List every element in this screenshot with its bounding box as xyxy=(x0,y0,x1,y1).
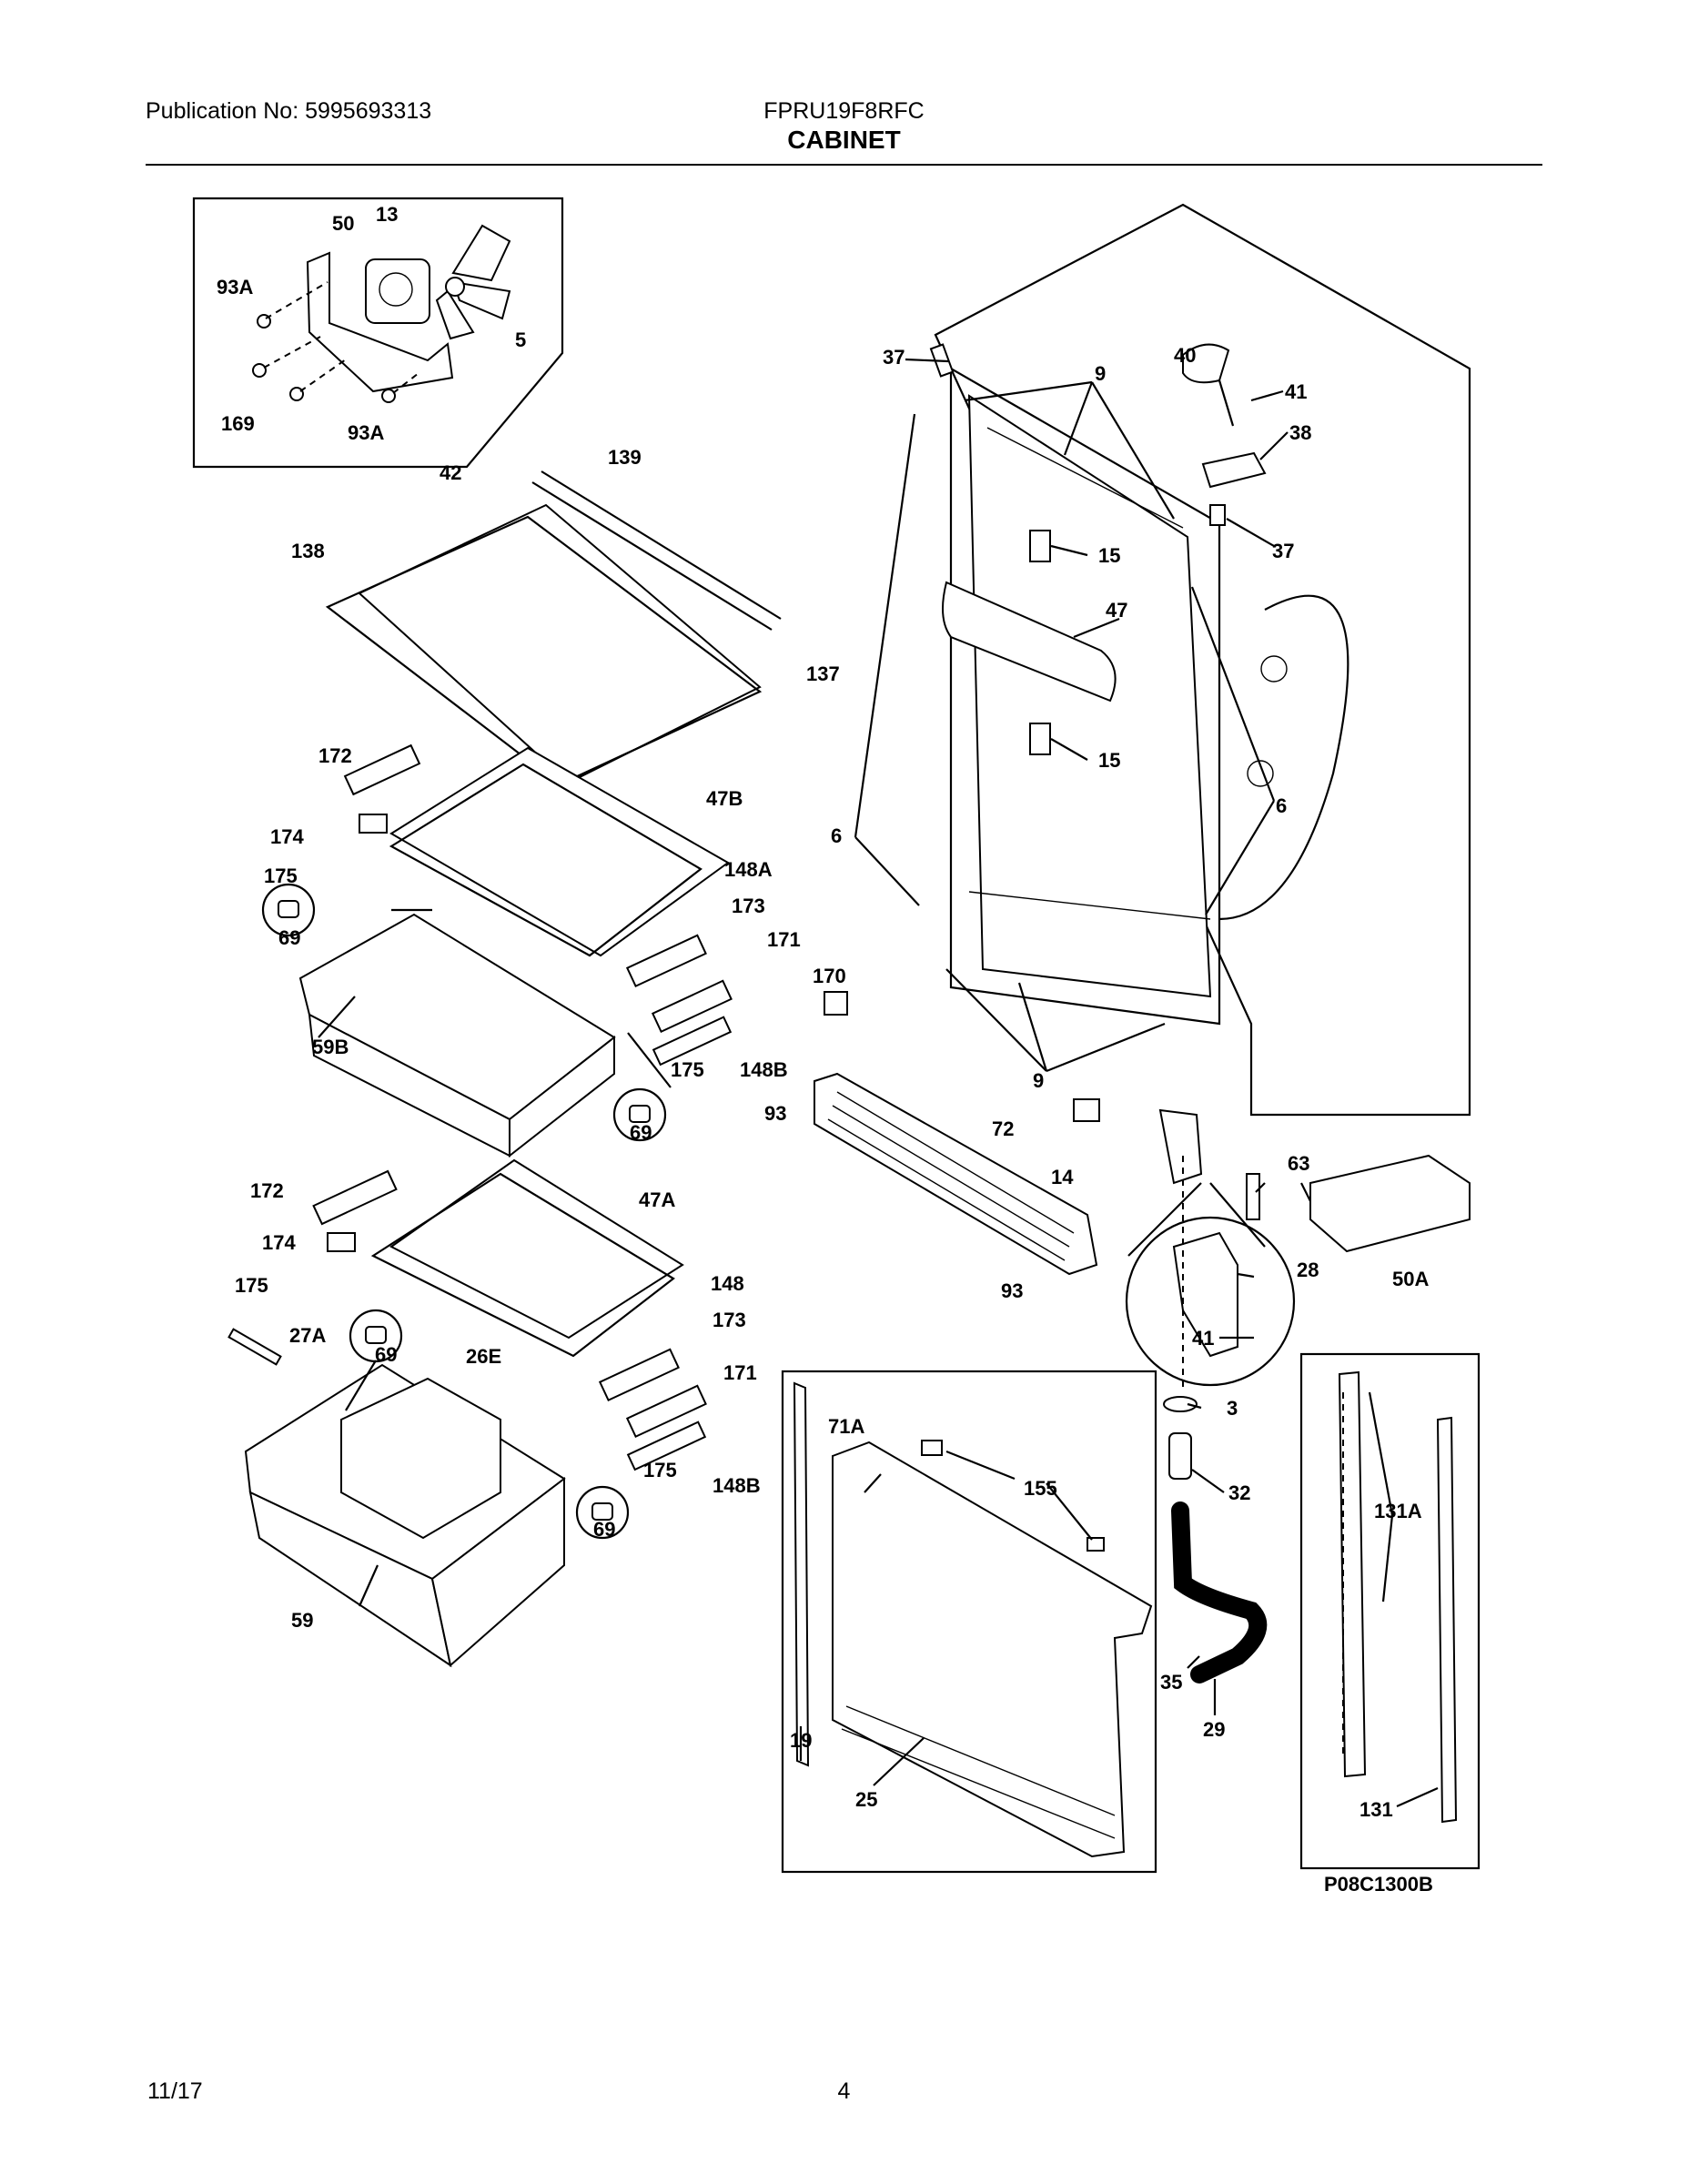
label-47: 47 xyxy=(1106,599,1127,622)
hinge-detail xyxy=(1125,1108,1296,1387)
header-rule xyxy=(146,164,1542,166)
grille-group xyxy=(814,1072,1098,1276)
label-50a: 50A xyxy=(1392,1268,1429,1290)
label-171-a: 171 xyxy=(723,1361,757,1384)
drain-assembly xyxy=(1163,1156,1268,1684)
door-parts-box xyxy=(781,1370,1157,1874)
label-26e: 26E xyxy=(466,1345,501,1368)
label-131a: 131A xyxy=(1374,1500,1422,1522)
label-47a: 47A xyxy=(639,1188,675,1211)
label-93a-top: 93A xyxy=(217,276,253,298)
label-63: 63 xyxy=(1288,1152,1309,1175)
label-50: 50 xyxy=(332,212,354,235)
label-93-top: 93 xyxy=(764,1102,786,1125)
label-37-right: 37 xyxy=(1272,540,1294,562)
label-6-left: 6 xyxy=(831,824,842,847)
publication-date: 11/17 xyxy=(147,2078,203,2104)
model-number: FPRU19F8RFC xyxy=(763,98,925,124)
label-35: 35 xyxy=(1160,1671,1182,1694)
label-72: 72 xyxy=(992,1117,1014,1140)
label-14: 14 xyxy=(1051,1166,1074,1188)
label-69-a-top: 69 xyxy=(375,1343,397,1366)
label-40: 40 xyxy=(1174,344,1196,367)
drawer-a-group xyxy=(227,1158,707,1668)
rails-box xyxy=(1299,1352,1481,1870)
page-number: 4 xyxy=(837,2078,851,2104)
label-41-bottom: 41 xyxy=(1192,1327,1214,1350)
label-6-right: 6 xyxy=(1276,794,1287,817)
label-171-b: 171 xyxy=(767,928,801,951)
label-174-a: 174 xyxy=(262,1231,296,1254)
label-41-top: 41 xyxy=(1285,380,1307,403)
label-59b: 59B xyxy=(312,1036,349,1058)
label-172-b: 172 xyxy=(318,744,352,767)
label-69-a-bottom: 69 xyxy=(593,1518,615,1541)
figure-code: P08C1300B xyxy=(1324,1873,1433,1896)
section-title: CABINET xyxy=(787,126,901,154)
label-173-b: 173 xyxy=(732,895,765,917)
drawer-b-group xyxy=(261,743,733,1158)
label-148b-top: 148B xyxy=(740,1058,788,1081)
top-shelf xyxy=(325,470,782,786)
label-175-a-bottom: 175 xyxy=(643,1459,677,1481)
label-25: 25 xyxy=(855,1788,877,1811)
label-148b-bottom: 148B xyxy=(713,1474,761,1497)
label-138: 138 xyxy=(291,540,325,562)
label-137: 137 xyxy=(806,662,840,685)
label-29: 29 xyxy=(1203,1718,1225,1741)
label-42: 42 xyxy=(440,461,461,484)
label-9-top: 9 xyxy=(1095,362,1106,385)
label-69-b-top: 69 xyxy=(278,926,300,949)
label-173-a: 173 xyxy=(713,1309,746,1331)
fan-motor-inset xyxy=(192,197,564,469)
label-174-b: 174 xyxy=(270,825,304,848)
fan-blade xyxy=(435,224,511,340)
label-32: 32 xyxy=(1228,1481,1250,1504)
label-59: 59 xyxy=(291,1609,313,1632)
label-38: 38 xyxy=(1289,421,1311,444)
label-19: 19 xyxy=(790,1729,812,1752)
label-13: 13 xyxy=(376,203,398,226)
publication-number: Publication No: 5995693313 xyxy=(146,98,432,124)
label-93-bottom: 93 xyxy=(1001,1279,1023,1302)
label-15-bottom: 15 xyxy=(1098,749,1120,772)
label-131: 131 xyxy=(1359,1798,1393,1821)
label-169: 169 xyxy=(221,412,255,435)
label-93a-bottom: 93A xyxy=(348,421,384,444)
label-148: 148 xyxy=(711,1272,744,1295)
label-71a: 71A xyxy=(828,1415,864,1438)
label-155: 155 xyxy=(1024,1477,1057,1500)
label-175-b-bottom: 175 xyxy=(671,1058,704,1081)
label-148a: 148A xyxy=(724,858,773,881)
part-number-labels: 50 13 93A 5 169 93A 37 9 40 41 38 37 15 … xyxy=(217,203,1429,1821)
label-69-b-bottom: 69 xyxy=(630,1121,652,1144)
label-3: 3 xyxy=(1227,1397,1238,1420)
label-139: 139 xyxy=(608,446,642,469)
label-5: 5 xyxy=(515,329,526,351)
cabinet-body xyxy=(824,203,1471,1253)
label-172-a: 172 xyxy=(250,1179,284,1202)
label-37-left: 37 xyxy=(883,346,905,369)
label-175-b-top: 175 xyxy=(264,864,298,887)
label-27a: 27A xyxy=(289,1324,326,1347)
label-47b: 47B xyxy=(706,787,743,810)
label-9-bottom: 9 xyxy=(1033,1069,1044,1092)
label-175-a-top: 175 xyxy=(235,1274,268,1297)
label-28: 28 xyxy=(1297,1259,1319,1281)
label-15-top: 15 xyxy=(1098,544,1120,567)
label-170: 170 xyxy=(813,965,846,987)
leader-lines xyxy=(318,358,1439,1808)
